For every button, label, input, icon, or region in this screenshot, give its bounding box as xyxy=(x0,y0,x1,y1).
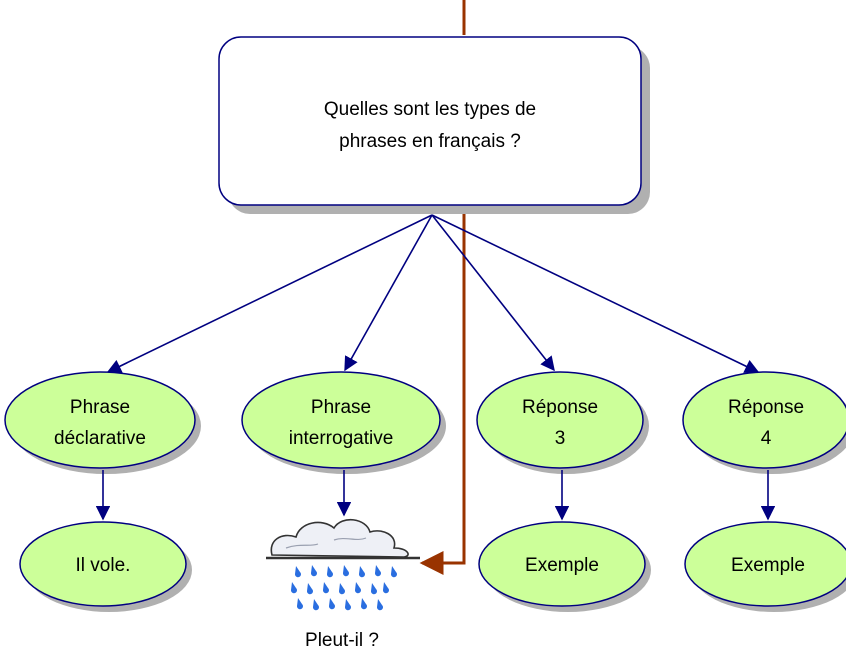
arrow-to-node-2 xyxy=(344,214,433,372)
root-arrows xyxy=(106,214,760,373)
node-1-line-1: Phrase xyxy=(70,397,130,418)
arrow-to-node-1 xyxy=(106,214,433,373)
example-arrows xyxy=(95,470,776,521)
arrow-to-node-3 xyxy=(431,214,555,372)
rain-cloud-icon xyxy=(266,519,420,611)
node-phrase-declarative[interactable]: Phrase déclarative xyxy=(4,371,201,474)
node-phrase-interrogative[interactable]: Phrase interrogative xyxy=(241,371,446,474)
root-line-1: Quelles sont les types de xyxy=(324,99,536,120)
node-1-line-2: déclarative xyxy=(54,428,146,449)
root-line-2: phrases en français ? xyxy=(339,131,521,152)
node-reponse-4[interactable]: Réponse 4 xyxy=(682,371,846,474)
rain-drops xyxy=(290,565,397,611)
node-4-line-2: 4 xyxy=(761,428,772,449)
node-3-line-1: Réponse xyxy=(522,397,598,418)
node-3-line-2: 3 xyxy=(555,428,566,449)
node-2-line-1: Phrase xyxy=(311,397,371,418)
arrow-to-node-4 xyxy=(431,214,760,373)
node-2-line-2: interrogative xyxy=(289,428,394,449)
node-4-line-1: Réponse xyxy=(728,397,804,418)
example-2-text: Pleut-il ? xyxy=(305,630,379,651)
example-reponse-4[interactable]: Exemple xyxy=(684,521,846,612)
node-reponse-3[interactable]: Réponse 3 xyxy=(476,371,649,474)
link-line xyxy=(419,0,466,575)
example-reponse-3[interactable]: Exemple xyxy=(478,521,651,612)
example-il-vole[interactable]: Il vole. xyxy=(19,521,192,612)
root-question-box[interactable]: Quelles sont les types de phrases en fra… xyxy=(218,36,650,214)
example-3-text: Exemple xyxy=(525,555,599,576)
example-1-text: Il vole. xyxy=(76,555,131,576)
example-4-text: Exemple xyxy=(731,555,805,576)
